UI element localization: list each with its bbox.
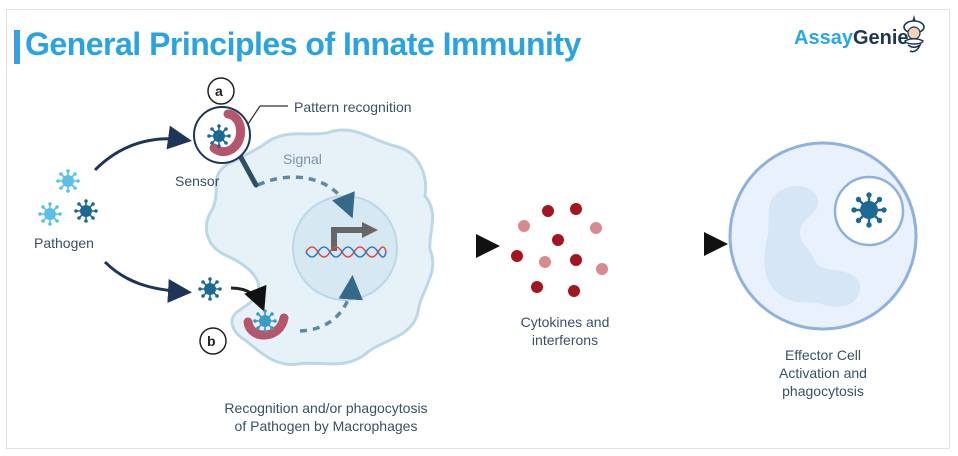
pathogen-in-sensor-icon xyxy=(206,123,232,149)
phagocytosed-pathogen-icon xyxy=(850,191,888,229)
cytokines-cluster xyxy=(511,203,608,297)
logo-text-assay: Assay xyxy=(794,27,853,49)
transcription-arrow-icon xyxy=(331,227,365,251)
signal-arrow-bottom xyxy=(299,275,363,333)
receptor-icon-a xyxy=(209,109,246,157)
engulf-arrow xyxy=(230,284,267,312)
effector-nucleus xyxy=(764,185,861,307)
cytokines-caption: Cytokines and interferons xyxy=(510,313,620,349)
signal-label: Signal xyxy=(283,151,322,167)
pathogen-icon xyxy=(37,201,63,227)
pathogen-b-icon xyxy=(197,276,223,302)
page-title: General Principles of Innate Immunity xyxy=(25,26,581,62)
dna-helix-icon xyxy=(305,246,387,258)
pathogen-label: Pathogen xyxy=(34,235,94,251)
sensor-handle xyxy=(235,149,259,188)
arrow-to-macrophage xyxy=(103,260,192,303)
cytokines-caption-line1: Cytokines and xyxy=(520,314,610,330)
cytokines-caption-line2: interferons xyxy=(531,332,599,348)
assaygenie-logo: AssayGenie xyxy=(794,27,909,50)
logo-text-genie: Genie xyxy=(852,27,909,49)
receptor-icon-b xyxy=(243,313,289,340)
pathogen-icon xyxy=(55,168,81,194)
sensor-label: Sensor xyxy=(175,173,220,189)
genie-mascot-icon xyxy=(903,15,925,53)
macrophage-caption: Recognition and/or phagocytosis of Patho… xyxy=(208,399,444,435)
effector-caption-line3: phagocytosis xyxy=(782,383,864,399)
pathogen-icon xyxy=(73,198,99,224)
macrophage-caption-line2: of Pathogen by Macrophages xyxy=(234,418,418,434)
marker-b-label: b xyxy=(207,333,216,349)
title-accent-bar xyxy=(14,30,20,64)
marker-a-label: a xyxy=(215,83,223,99)
pattern-recognition-label: Pattern recognition xyxy=(294,99,412,115)
marker-b-circle xyxy=(199,327,227,355)
effector-caption-line1: Effector Cell xyxy=(785,347,861,363)
marker-a-circle xyxy=(207,77,235,105)
arrow-to-sensor xyxy=(93,125,192,172)
engulfed-pathogen-icon xyxy=(252,308,278,334)
effector-caption: Effector Cell Activation and phagocytosi… xyxy=(768,346,878,400)
effector-caption-line2: Activation and xyxy=(779,365,867,381)
macrophage-caption-line1: Recognition and/or phagocytosis xyxy=(224,400,428,416)
signal-arrow-top xyxy=(257,175,355,219)
